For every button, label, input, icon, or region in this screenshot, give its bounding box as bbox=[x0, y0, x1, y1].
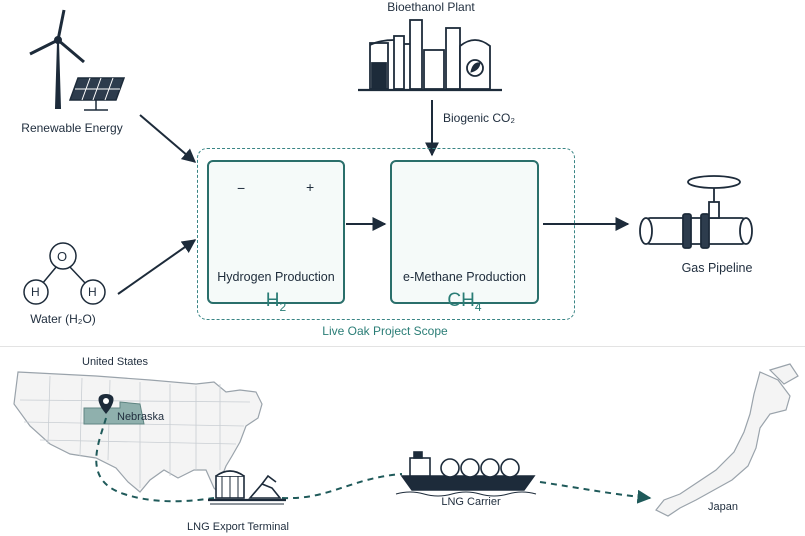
methane-formula: CH4 bbox=[392, 290, 537, 314]
methane-production-box: e-Methane Production CH4 bbox=[390, 160, 539, 314]
hydrogen-formula: H2 bbox=[209, 290, 343, 314]
lng-terminal-icon bbox=[208, 470, 286, 505]
water-molecule-icon bbox=[23, 242, 106, 305]
oxygen-atom-label: O bbox=[57, 249, 68, 264]
electrode-plus-sign: + bbox=[306, 179, 315, 195]
hokkaido-map bbox=[768, 363, 799, 385]
renewable-arrow bbox=[139, 114, 197, 163]
united-states-label: United States bbox=[82, 356, 149, 368]
methane-formula-main: CH bbox=[447, 290, 475, 311]
hydrogen-atom-label-2: H bbox=[88, 285, 97, 299]
section-divider bbox=[0, 346, 805, 347]
biogenic-co2-label: Biogenic CO₂ bbox=[443, 111, 516, 125]
project-scope-label: Live Oak Project Scope bbox=[322, 324, 448, 338]
nebraska-label: Nebraska bbox=[117, 411, 165, 423]
hydrogen-formula-main: H bbox=[265, 290, 280, 311]
bioethanol-plant-icon bbox=[358, 19, 502, 92]
water-arrow bbox=[117, 239, 197, 295]
japan-map bbox=[655, 371, 791, 517]
export-route bbox=[95, 417, 215, 503]
solar-panel-icon bbox=[68, 77, 126, 111]
electrode-minus-sign: − bbox=[237, 180, 246, 196]
lng-carrier-icon bbox=[395, 451, 537, 497]
shipping-route bbox=[281, 473, 650, 498]
hydrogen-atom-label-1: H bbox=[31, 285, 40, 299]
location-pin-icon bbox=[98, 394, 114, 414]
methane-formula-sub: 4 bbox=[474, 299, 482, 314]
water-label: Water (H₂O) bbox=[30, 312, 96, 326]
japan-label: Japan bbox=[708, 501, 738, 513]
bioethanol-plant-label: Bioethanol Plant bbox=[387, 0, 475, 14]
wind-turbine-icon bbox=[29, 9, 85, 109]
nebraska-state bbox=[83, 401, 145, 425]
hydrogen-production-box: − + Hydrogen Production H2 bbox=[207, 160, 345, 314]
hydrogen-production-title: Hydrogen Production bbox=[217, 270, 335, 284]
methane-production-title: e-Methane Production bbox=[403, 270, 526, 284]
gas-pipeline-icon bbox=[639, 175, 753, 249]
lng-carrier-label: LNG Carrier bbox=[441, 496, 501, 508]
lng-export-terminal-label: LNG Export Terminal bbox=[187, 521, 289, 533]
hydrogen-formula-sub: 2 bbox=[279, 299, 287, 314]
project-scope-boundary bbox=[197, 148, 575, 320]
gas-pipeline-label: Gas Pipeline bbox=[681, 261, 753, 275]
renewable-energy-label: Renewable Energy bbox=[21, 121, 123, 135]
